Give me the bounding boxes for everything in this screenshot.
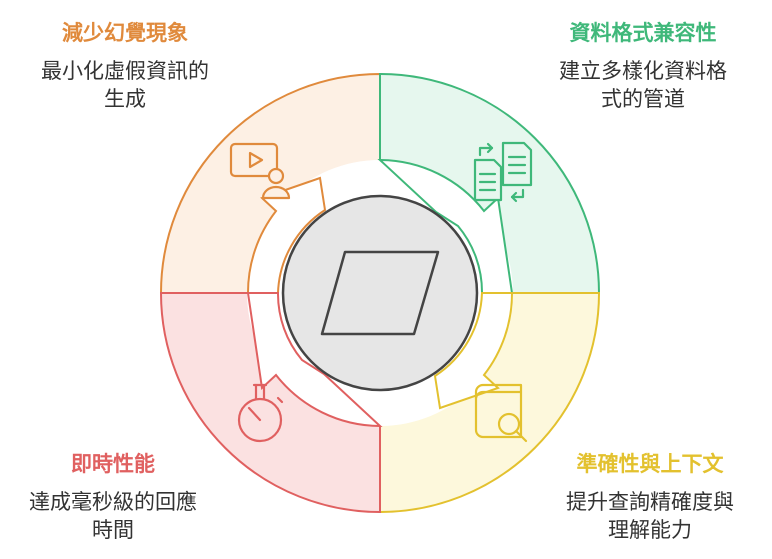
stopwatch-icon xyxy=(237,383,284,443)
label-bottom-left: 即時性能 達成毫秒級的回應 時間 xyxy=(8,452,218,545)
center-circle xyxy=(281,194,479,392)
parallelogram-icon xyxy=(320,250,440,336)
desc-line: 達成毫秒級的回應 xyxy=(29,490,197,515)
title-reduce-hallucination: 減少幻覺現象 xyxy=(62,21,188,45)
label-top-right: 資料格式兼容性 建立多樣化資料格 式的管道 xyxy=(528,21,758,114)
video-user-icon xyxy=(229,142,291,200)
title-accuracy-context: 準確性與上下文 xyxy=(576,452,724,476)
desc-line: 理解能力 xyxy=(608,518,692,543)
desc-line: 提升查詢精確度與 xyxy=(566,490,734,515)
desc-accuracy-context: 提升查詢精確度與 理解能力 xyxy=(535,488,765,545)
band-top-right xyxy=(377,158,514,294)
desc-realtime-performance: 達成毫秒級的回應 時間 xyxy=(8,488,218,545)
desc-reduce-hallucination: 最小化虛假資訊的 生成 xyxy=(20,57,230,114)
label-bottom-right: 準確性與上下文 提升查詢精確度與 理解能力 xyxy=(535,452,765,545)
desc-line: 式的管道 xyxy=(601,87,685,112)
band-bottom-left xyxy=(246,292,383,428)
desc-line: 時間 xyxy=(92,518,134,543)
title-realtime-performance: 即時性能 xyxy=(71,452,155,476)
desc-line: 最小化虛假資訊的 xyxy=(41,59,209,84)
title-data-format-compat: 資料格式兼容性 xyxy=(569,21,717,45)
desc-line: 建立多樣化資料格 xyxy=(559,59,727,84)
book-search-icon xyxy=(474,383,528,443)
label-top-left: 減少幻覺現象 最小化虛假資訊的 生成 xyxy=(20,21,230,114)
band-top-left xyxy=(246,176,327,294)
document-transfer-icon xyxy=(473,141,533,203)
desc-line: 生成 xyxy=(104,87,146,112)
band-bottom-right xyxy=(433,292,514,410)
desc-data-format-compat: 建立多樣化資料格 式的管道 xyxy=(528,57,758,114)
